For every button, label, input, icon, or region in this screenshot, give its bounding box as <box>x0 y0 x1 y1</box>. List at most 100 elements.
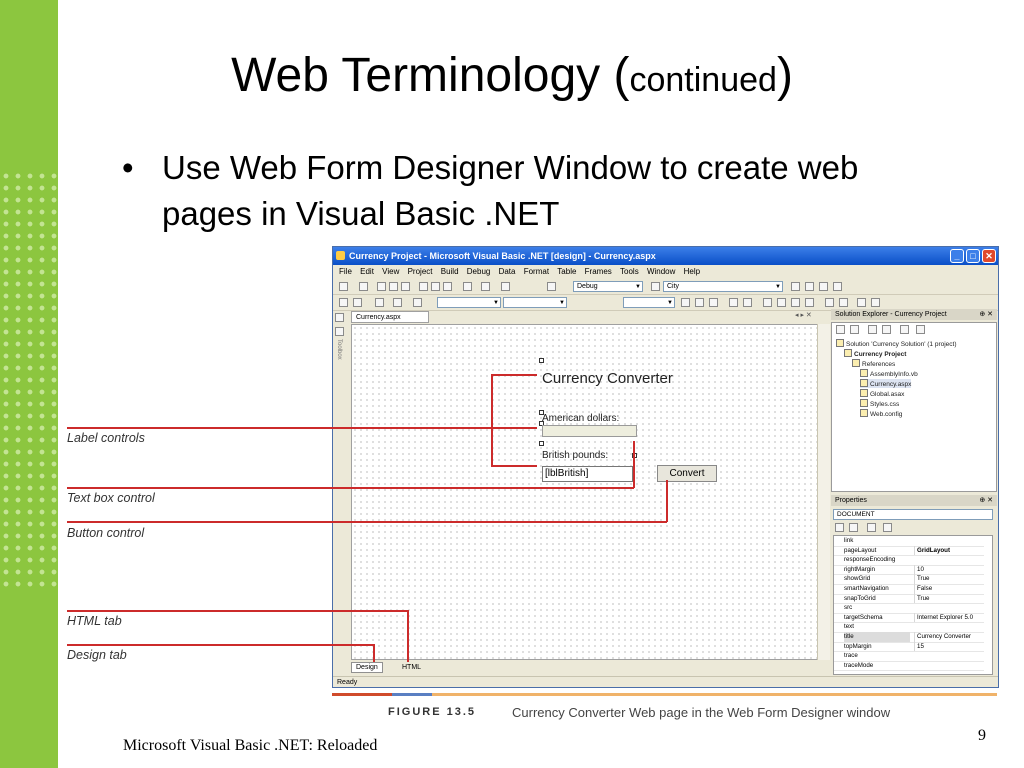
designer-scrollbar[interactable] <box>817 324 830 660</box>
copy-project-icon[interactable] <box>900 325 909 334</box>
indent-icon[interactable] <box>871 298 880 307</box>
align-left-icon[interactable] <box>763 298 772 307</box>
tree-item[interactable]: Currency Project <box>844 349 906 358</box>
tree-item[interactable]: Global.asax <box>860 389 904 398</box>
save-icon[interactable] <box>389 282 398 291</box>
undo-icon[interactable] <box>463 282 472 291</box>
new-project-icon[interactable] <box>339 282 348 291</box>
menu-edit[interactable]: Edit <box>360 267 374 276</box>
navigate-back-icon[interactable] <box>501 282 510 291</box>
bold-icon[interactable] <box>681 298 690 307</box>
italic-icon[interactable] <box>695 298 704 307</box>
tree-item[interactable]: Solution 'Currency Solution' (1 project) <box>836 339 957 348</box>
absolute-position-icon[interactable] <box>375 298 384 307</box>
underline-icon[interactable] <box>709 298 718 307</box>
alphabetical-icon[interactable] <box>849 523 858 532</box>
bulleted-list-icon[interactable] <box>839 298 848 307</box>
align-right-icon[interactable] <box>791 298 800 307</box>
tab-navigation-icons[interactable]: ◂ ▸ ✕ <box>795 312 812 319</box>
property-row[interactable]: src <box>834 603 984 614</box>
toolbox-tab-label[interactable]: Toolbox <box>336 339 342 360</box>
start-icon[interactable] <box>547 282 556 291</box>
close-icon[interactable]: ✕ <box>982 249 996 263</box>
menu-project[interactable]: Project <box>407 267 433 276</box>
close-icon[interactable]: ⊕ ✕ <box>979 311 993 318</box>
cut-icon[interactable] <box>419 282 428 291</box>
form-title-label[interactable]: Currency Converter <box>542 370 673 387</box>
dollars-textbox[interactable] <box>542 425 637 437</box>
font-size-combo[interactable]: ▼ <box>623 297 675 308</box>
menu-table[interactable]: Table <box>557 267 577 276</box>
block-format-combo[interactable]: ▼ <box>437 297 501 308</box>
find-icon[interactable] <box>651 282 660 291</box>
redo-icon[interactable] <box>481 282 490 291</box>
tree-item[interactable]: AssemblyInfo.vb <box>860 369 918 378</box>
font-name-combo[interactable]: ▼ <box>503 297 567 308</box>
add-item-icon[interactable] <box>359 282 368 291</box>
design-surface[interactable]: Currency Converter American dollars: Bri… <box>351 324 829 660</box>
grid-icon[interactable] <box>339 298 348 307</box>
paste-icon[interactable] <box>443 282 452 291</box>
close-icon[interactable]: ⊕ ✕ <box>979 497 993 504</box>
open-file-icon[interactable] <box>377 282 386 291</box>
snap-icon[interactable] <box>353 298 362 307</box>
toolbox-tab-icon[interactable] <box>335 327 344 336</box>
property-pages-icon[interactable] <box>883 523 892 532</box>
tree-item[interactable]: Styles.css <box>860 399 899 408</box>
insert-table-icon[interactable] <box>413 298 422 307</box>
tab-design[interactable]: Design <box>351 662 383 673</box>
menu-file[interactable]: File <box>339 267 352 276</box>
numbered-list-icon[interactable] <box>825 298 834 307</box>
pounds-label[interactable]: British pounds: <box>542 450 609 461</box>
view-code-icon[interactable] <box>868 325 877 334</box>
convert-button[interactable]: Convert <box>657 465 717 482</box>
outdent-icon[interactable] <box>857 298 866 307</box>
properties-icon[interactable] <box>805 282 814 291</box>
menu-view[interactable]: View <box>382 267 400 276</box>
tree-item[interactable]: Web.config <box>860 409 902 418</box>
properties-object-combo[interactable]: DOCUMENT <box>833 509 993 520</box>
menu-frames[interactable]: Frames <box>584 267 612 276</box>
menu-window[interactable]: Window <box>646 267 676 276</box>
menu-build[interactable]: Build <box>440 267 459 276</box>
menu-tools[interactable]: Tools <box>620 267 639 276</box>
toolbox-icon[interactable] <box>819 282 828 291</box>
lock-element-icon[interactable] <box>393 298 402 307</box>
menu-data[interactable]: Data <box>498 267 516 276</box>
categorized-icon[interactable] <box>835 523 844 532</box>
property-row[interactable]: link <box>834 536 984 547</box>
configuration-combo[interactable]: Debug▼ <box>573 281 643 292</box>
tab-html[interactable]: HTML <box>397 662 426 673</box>
property-row[interactable]: responseEncoding <box>834 555 984 566</box>
properties-icon[interactable] <box>916 325 925 334</box>
properties-view-icon[interactable] <box>867 523 876 532</box>
tab-currency-aspx[interactable]: Currency.aspx <box>351 311 429 323</box>
tree-item[interactable]: Currency.aspx <box>860 379 912 388</box>
maximize-icon[interactable]: □ <box>966 249 980 263</box>
dollars-label[interactable]: American dollars: <box>542 413 620 424</box>
object-browser-icon[interactable] <box>833 282 842 291</box>
solution-explorer-icon[interactable] <box>791 282 800 291</box>
menu-format[interactable]: Format <box>523 267 550 276</box>
menu-debug[interactable]: Debug <box>466 267 491 276</box>
property-row[interactable]: trace <box>834 651 984 662</box>
refresh-icon[interactable] <box>850 325 859 334</box>
menu-help[interactable]: Help <box>683 267 701 276</box>
copy-icon[interactable] <box>431 282 440 291</box>
justify-icon[interactable] <box>805 298 814 307</box>
find-combo[interactable]: City▼ <box>663 281 783 292</box>
server-explorer-icon[interactable] <box>335 313 344 322</box>
highlight-icon[interactable] <box>743 298 752 307</box>
tree-item[interactable]: References <box>852 359 895 368</box>
align-center-icon[interactable] <box>777 298 786 307</box>
minimize-icon[interactable]: _ <box>950 249 964 263</box>
text-color-icon[interactable] <box>729 298 738 307</box>
pounds-result-label[interactable]: [lblBritish] <box>542 466 633 482</box>
